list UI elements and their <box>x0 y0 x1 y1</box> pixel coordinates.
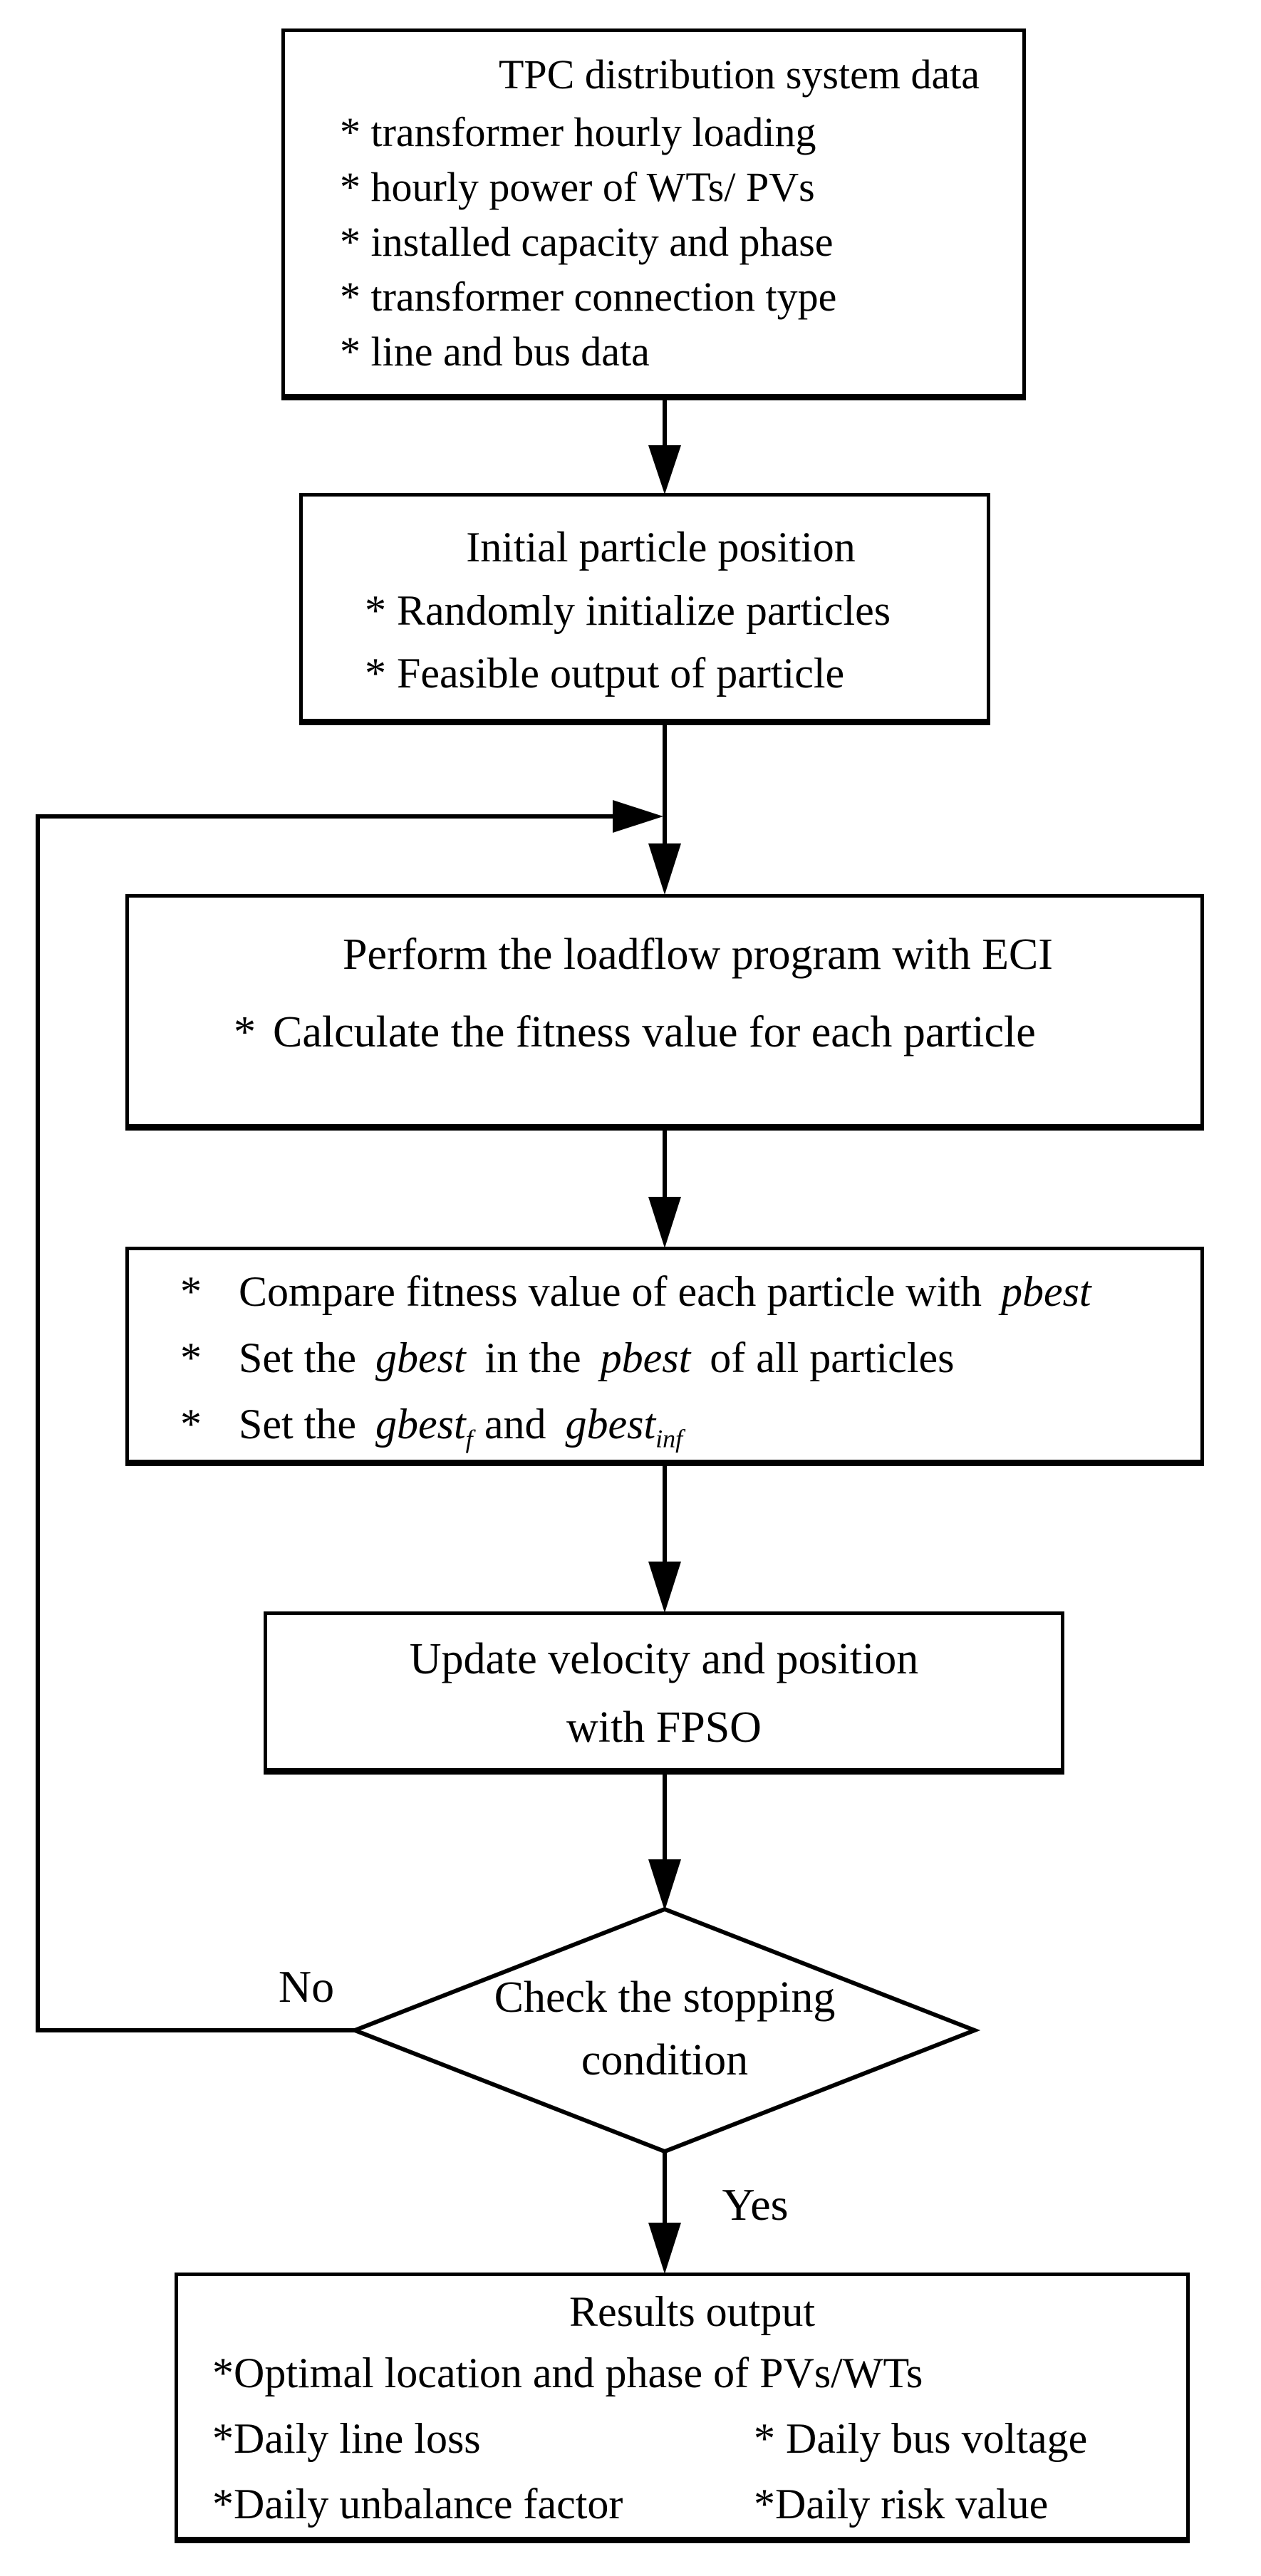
asterisk-bullet: * <box>180 1268 202 1315</box>
results-row: *Daily line loss * Daily bus voltage <box>212 2406 1172 2471</box>
arrowhead-input-to-init <box>648 445 681 494</box>
arrowhead-compare-to-update <box>648 1562 681 1613</box>
bullet-text: and <box>484 1401 546 1448</box>
results-daily-unbalance-factor: *Daily unbalance factor <box>212 2481 623 2528</box>
update-velocity-box: Update velocity and position with FPSO <box>264 1611 1064 1775</box>
asterisk-bullet: * <box>234 1008 256 1056</box>
asterisk-bullet: * <box>180 1401 202 1448</box>
bullet-text: Calculate the fitness value for each par… <box>273 1008 1036 1056</box>
initial-particle-title: Initial particle position <box>466 524 856 571</box>
gbest-inf-term: gbest <box>565 1401 656 1448</box>
bullet-text: Set the <box>239 1401 356 1448</box>
loadflow-title: Perform the loadflow program with ECI <box>343 930 1053 979</box>
pbest-term: pbest <box>1000 1268 1091 1315</box>
bullet-item: * transformer hourly loading <box>340 109 816 155</box>
decision-label: Check the stopping condition <box>494 1973 836 2084</box>
arrowhead-update-to-decision <box>648 1859 681 1911</box>
results-title: Results output <box>569 2288 816 2335</box>
gbest-f-term: gbest <box>375 1401 466 1448</box>
results-daily-risk-value: *Daily risk value <box>754 2481 1049 2528</box>
feedback-loop-line <box>36 814 621 2032</box>
bullet-item: * Randomly initialize particles <box>365 587 891 634</box>
compare-fitness-box: * Compare fitness value of each particle … <box>125 1247 1204 1466</box>
update-line-1: Update velocity and position <box>409 1635 919 1683</box>
results-row: *Daily unbalance factor *Daily risk valu… <box>212 2471 1172 2537</box>
asterisk-bullet: * <box>180 1334 202 1381</box>
arrowhead-decision-to-results <box>648 2223 681 2274</box>
feedback-arrowhead-right <box>613 800 663 833</box>
data-input-box: TPC distribution system data * transform… <box>281 28 1026 400</box>
initial-particle-box: Initial particle position * Randomly ini… <box>299 493 990 725</box>
bullet-item: * Feasible output of particle <box>365 650 845 697</box>
results-row-optimal: *Optimal location and phase of PVs/WTs <box>212 2349 923 2396</box>
results-daily-bus-voltage: * Daily bus voltage <box>754 2415 1088 2462</box>
loadflow-box: Perform the loadflow program with ECI * C… <box>125 894 1204 1131</box>
update-line-2: with FPSO <box>566 1703 762 1752</box>
bullet-item: * hourly power of WTs/ PVs <box>340 164 815 210</box>
pbest-term: pbest <box>600 1334 691 1381</box>
no-branch-label: No <box>278 1961 335 2012</box>
bullet-item: * transformer connection type <box>340 274 837 320</box>
bullet-item: * line and bus data <box>340 328 650 375</box>
gbest-term: gbest <box>375 1334 466 1381</box>
bullet-text: Set the <box>239 1334 356 1381</box>
arrowhead-loadflow-to-compare <box>648 1197 681 1248</box>
bullet-item: * Set the gbest in the pbest of all particles <box>129 1325 1200 1391</box>
bullet-text: Compare fitness value of each particle w… <box>239 1268 982 1315</box>
results-output-box: Results output *Optimal location and pha… <box>175 2273 1190 2543</box>
yes-branch-label: Yes <box>722 2179 789 2230</box>
data-input-title: TPC distribution system data <box>499 51 980 98</box>
subscript-f: f <box>465 1424 473 1453</box>
bullet-item: * Compare fitness value of each particle … <box>129 1259 1200 1325</box>
results-daily-line-loss: *Daily line loss <box>212 2415 481 2462</box>
bullet-item: * Calculate the fitness value for each pa… <box>129 990 1200 1074</box>
bullet-item: * installed capacity and phase <box>340 219 834 265</box>
bullet-text: of all particles <box>710 1334 955 1381</box>
bullet-text: in the <box>484 1334 581 1381</box>
arrowhead-init-to-loadflow <box>648 843 681 895</box>
subscript-inf: inf <box>655 1424 683 1453</box>
